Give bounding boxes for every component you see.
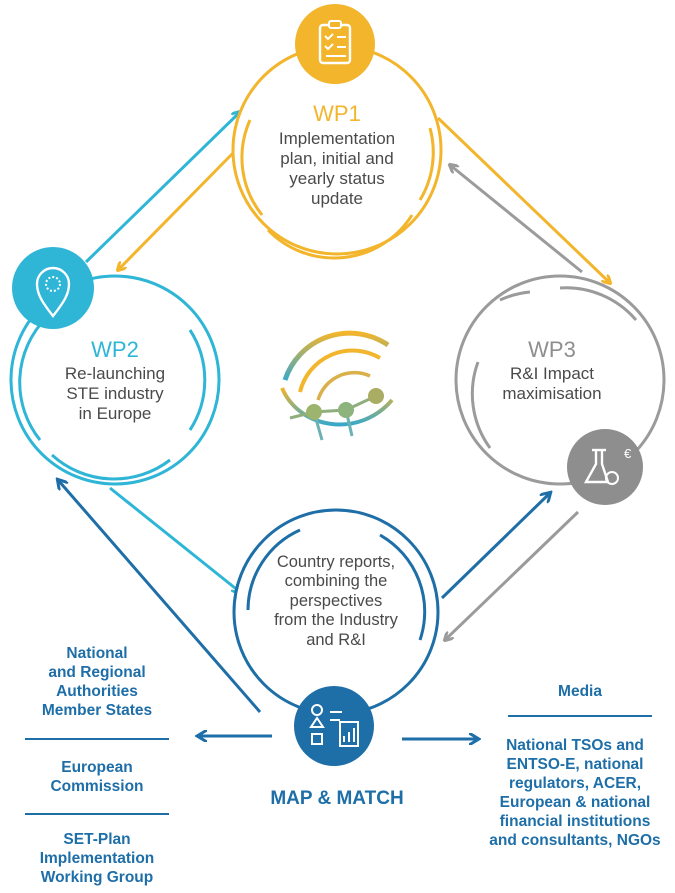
flask-euro-icon: € (567, 429, 643, 505)
arrow-wp2-to-wp1 (84, 112, 240, 264)
stakeholder-line: Member States (41, 701, 153, 719)
wp2-node (9, 274, 221, 486)
stakeholder-line: Media (558, 683, 602, 700)
arrow-wp1-to-wp3 (436, 116, 610, 283)
map-match-line: Country reports, (276, 553, 396, 571)
wp1-line: update (311, 189, 363, 209)
stakeholder-line: SET-Plan (63, 831, 131, 848)
stakeholder-line: and consultants, NGOs (489, 831, 661, 849)
left-divider (25, 738, 169, 740)
arrow-wp3-to-wp1 (450, 165, 583, 274)
wp3-description: R&I Impact maximisation (480, 364, 624, 404)
svg-text:€: € (624, 446, 632, 461)
wp2-line: in Europe (78, 404, 152, 424)
stakeholder-line: Working Group (40, 868, 154, 886)
stakeholder-line: National TSOs and (506, 737, 644, 754)
stakeholder-line: European (61, 759, 133, 776)
wp1-line: yearly status (289, 169, 385, 189)
arrow-map-to-wp2 (58, 480, 262, 713)
left-divider (25, 813, 169, 815)
wp3-line: maximisation (502, 384, 602, 404)
right-divider (508, 715, 652, 717)
stakeholder-line: financial institutions (499, 812, 651, 830)
map-match-line: from the Industry (274, 611, 398, 630)
stakeholder-line: Implementation (39, 849, 155, 867)
map-pin-icon (12, 247, 94, 329)
arrow-map-to-wp3 (440, 493, 550, 600)
map-match-title: MAP & MATCH (270, 788, 404, 809)
map-match-line: and R&I (306, 630, 366, 649)
stakeholder-line: European & national (499, 793, 651, 811)
clipboard-checklist-icon (295, 4, 375, 84)
stakeholder-national-regional-authorities: National and Regional Authorities Member… (22, 645, 172, 721)
stakeholder-line: Commission (50, 777, 144, 795)
arrow-wp1-to-wp2 (118, 148, 238, 270)
wp1-line: plan, initial and (280, 149, 394, 169)
map-match-description: Country reports, combining the perspecti… (256, 553, 416, 650)
map-match-line: perspectives (289, 591, 383, 610)
stakeholder-tsos-regulators-institutions: National TSOs and ENTSO-E, national regu… (480, 737, 670, 850)
wp2-line: STE industry (66, 384, 164, 404)
logo-arcs-icon (280, 330, 394, 441)
stakeholder-line: regulators, ACER, (508, 774, 642, 792)
wp2-title: WP2 (91, 337, 139, 362)
stakeholder-line: and Regional (48, 663, 146, 681)
arrow-wp3-to-map (445, 510, 580, 640)
stakeholder-line: National (66, 645, 128, 662)
wp2-line: Re-launching (64, 364, 166, 383)
wp3-line: R&I Impact (509, 364, 595, 383)
stakeholder-line: ENTSO-E, national (506, 755, 644, 773)
stakeholder-media: Media (505, 683, 655, 702)
wp1-title: WP1 (313, 101, 361, 126)
stakeholder-set-plan-working-group: SET-Plan Implementation Working Group (22, 831, 172, 888)
stakeholder-european-commission: European Commission (22, 759, 172, 797)
arrow-wp2-to-map (109, 486, 240, 592)
wp1-line: Implementation (278, 129, 396, 148)
map-match-line: combining the (284, 572, 388, 591)
report-chart-icon (294, 686, 374, 766)
wp2-description: Re-launching STE industry in Europe (45, 364, 185, 424)
wp1-description: Implementation plan, initial and yearly … (262, 129, 412, 209)
stakeholder-line: Authorities (56, 682, 138, 700)
wp3-title: WP3 (528, 337, 576, 362)
